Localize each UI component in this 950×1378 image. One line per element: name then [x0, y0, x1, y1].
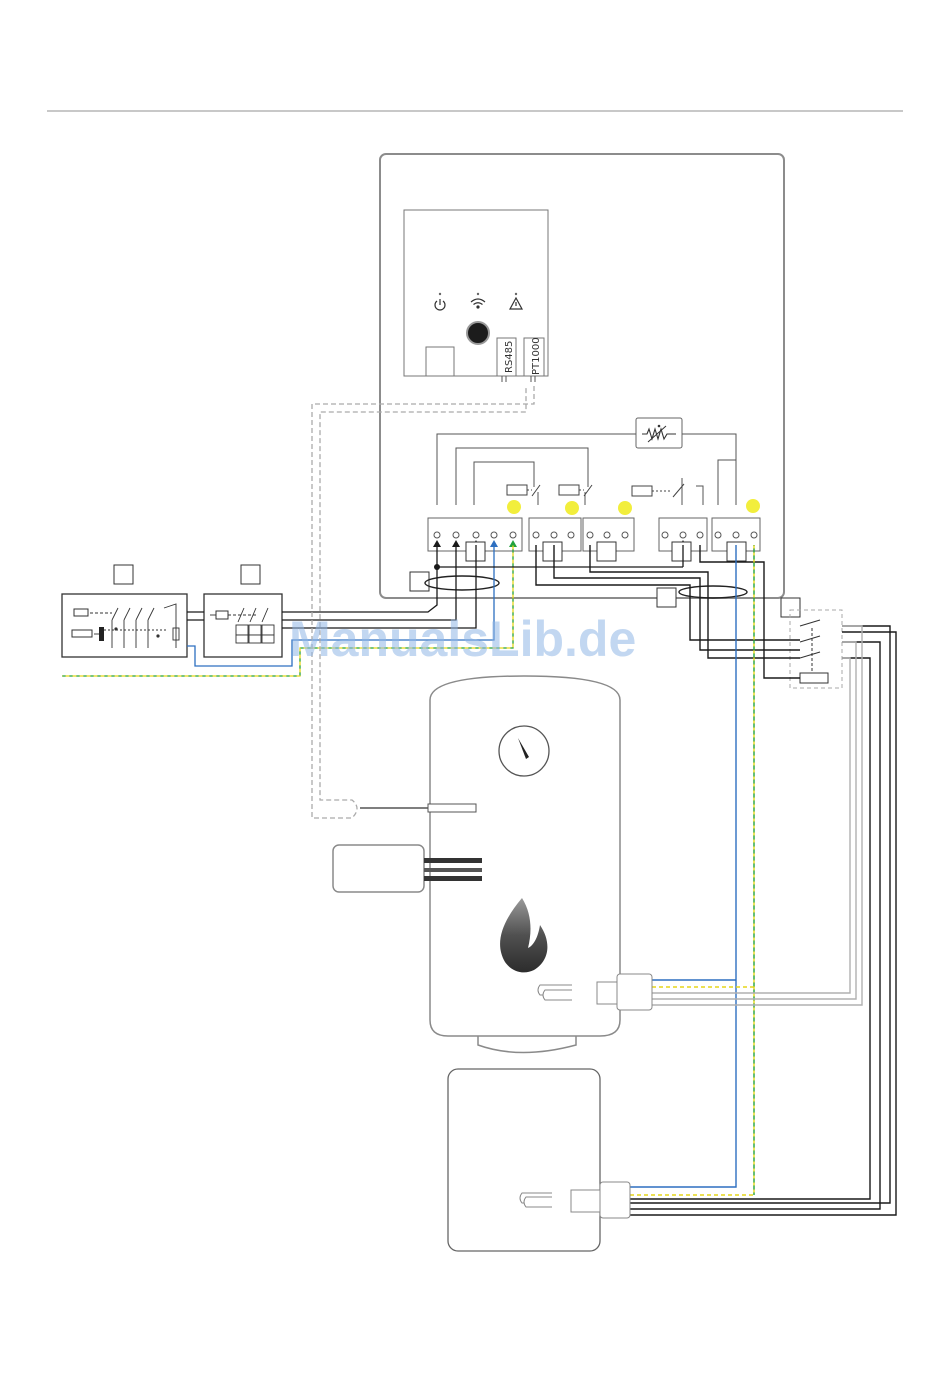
control-module: RS485 PT1000 — [404, 210, 548, 382]
rs485-label: RS485 — [504, 341, 515, 373]
temperature-sensor-probe — [428, 804, 476, 812]
module-socket — [426, 347, 454, 376]
round-button[interactable] — [467, 322, 489, 344]
pt1000-label: PT1000 — [531, 337, 542, 375]
relay-block — [790, 610, 842, 688]
main-breaker-panel — [62, 594, 187, 657]
sub-breaker-panel — [204, 594, 282, 657]
gauge-icon — [499, 726, 549, 776]
watermark: ManualsLib.de — [289, 611, 636, 667]
potentiometer — [636, 418, 682, 448]
buffer-tank — [448, 1069, 600, 1251]
